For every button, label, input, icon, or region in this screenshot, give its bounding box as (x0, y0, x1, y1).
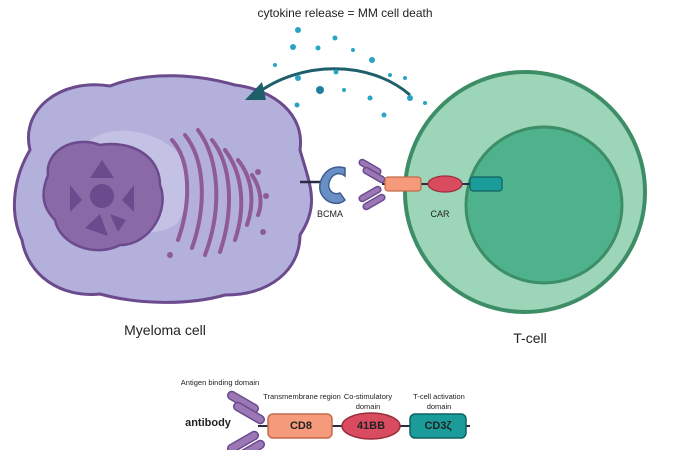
myeloma-cell (12, 74, 314, 304)
car-label: CAR (430, 209, 450, 219)
legend-antibody-label: antibody (185, 417, 231, 429)
41bb-domain-label: 41BB (356, 420, 386, 432)
t-cell-label: T-cell (513, 330, 547, 346)
legend-costimulatory-label: Co-stimulatory domain (343, 392, 393, 411)
legend-car-construct (258, 412, 470, 440)
cytokine-dots (273, 27, 427, 118)
legend-transmembrane-label: Transmembrane region (263, 392, 341, 401)
cytokine-caption: cytokine release = MM cell death (257, 6, 433, 20)
cd3z-domain-label: CD3ζ (424, 420, 452, 432)
bcma-label: BCMA (316, 209, 343, 219)
legend-antibody-glyph (226, 390, 266, 450)
nucleus (42, 140, 164, 252)
cd8-domain-label: CD8 (289, 420, 312, 432)
antibody-fragment (358, 158, 386, 211)
endoplasmic-reticulum (170, 128, 263, 257)
t-cell (403, 70, 647, 314)
car-receptor (382, 175, 503, 193)
cytokine-arrow (245, 67, 411, 100)
legend-antigen-binding-label: Antigen binding domain (180, 378, 260, 387)
myeloma-cell-label: Myeloma cell (124, 322, 206, 338)
legend-tcell-activation-label: T-cell activation domain (413, 392, 465, 411)
bcma-receptor (300, 166, 346, 205)
